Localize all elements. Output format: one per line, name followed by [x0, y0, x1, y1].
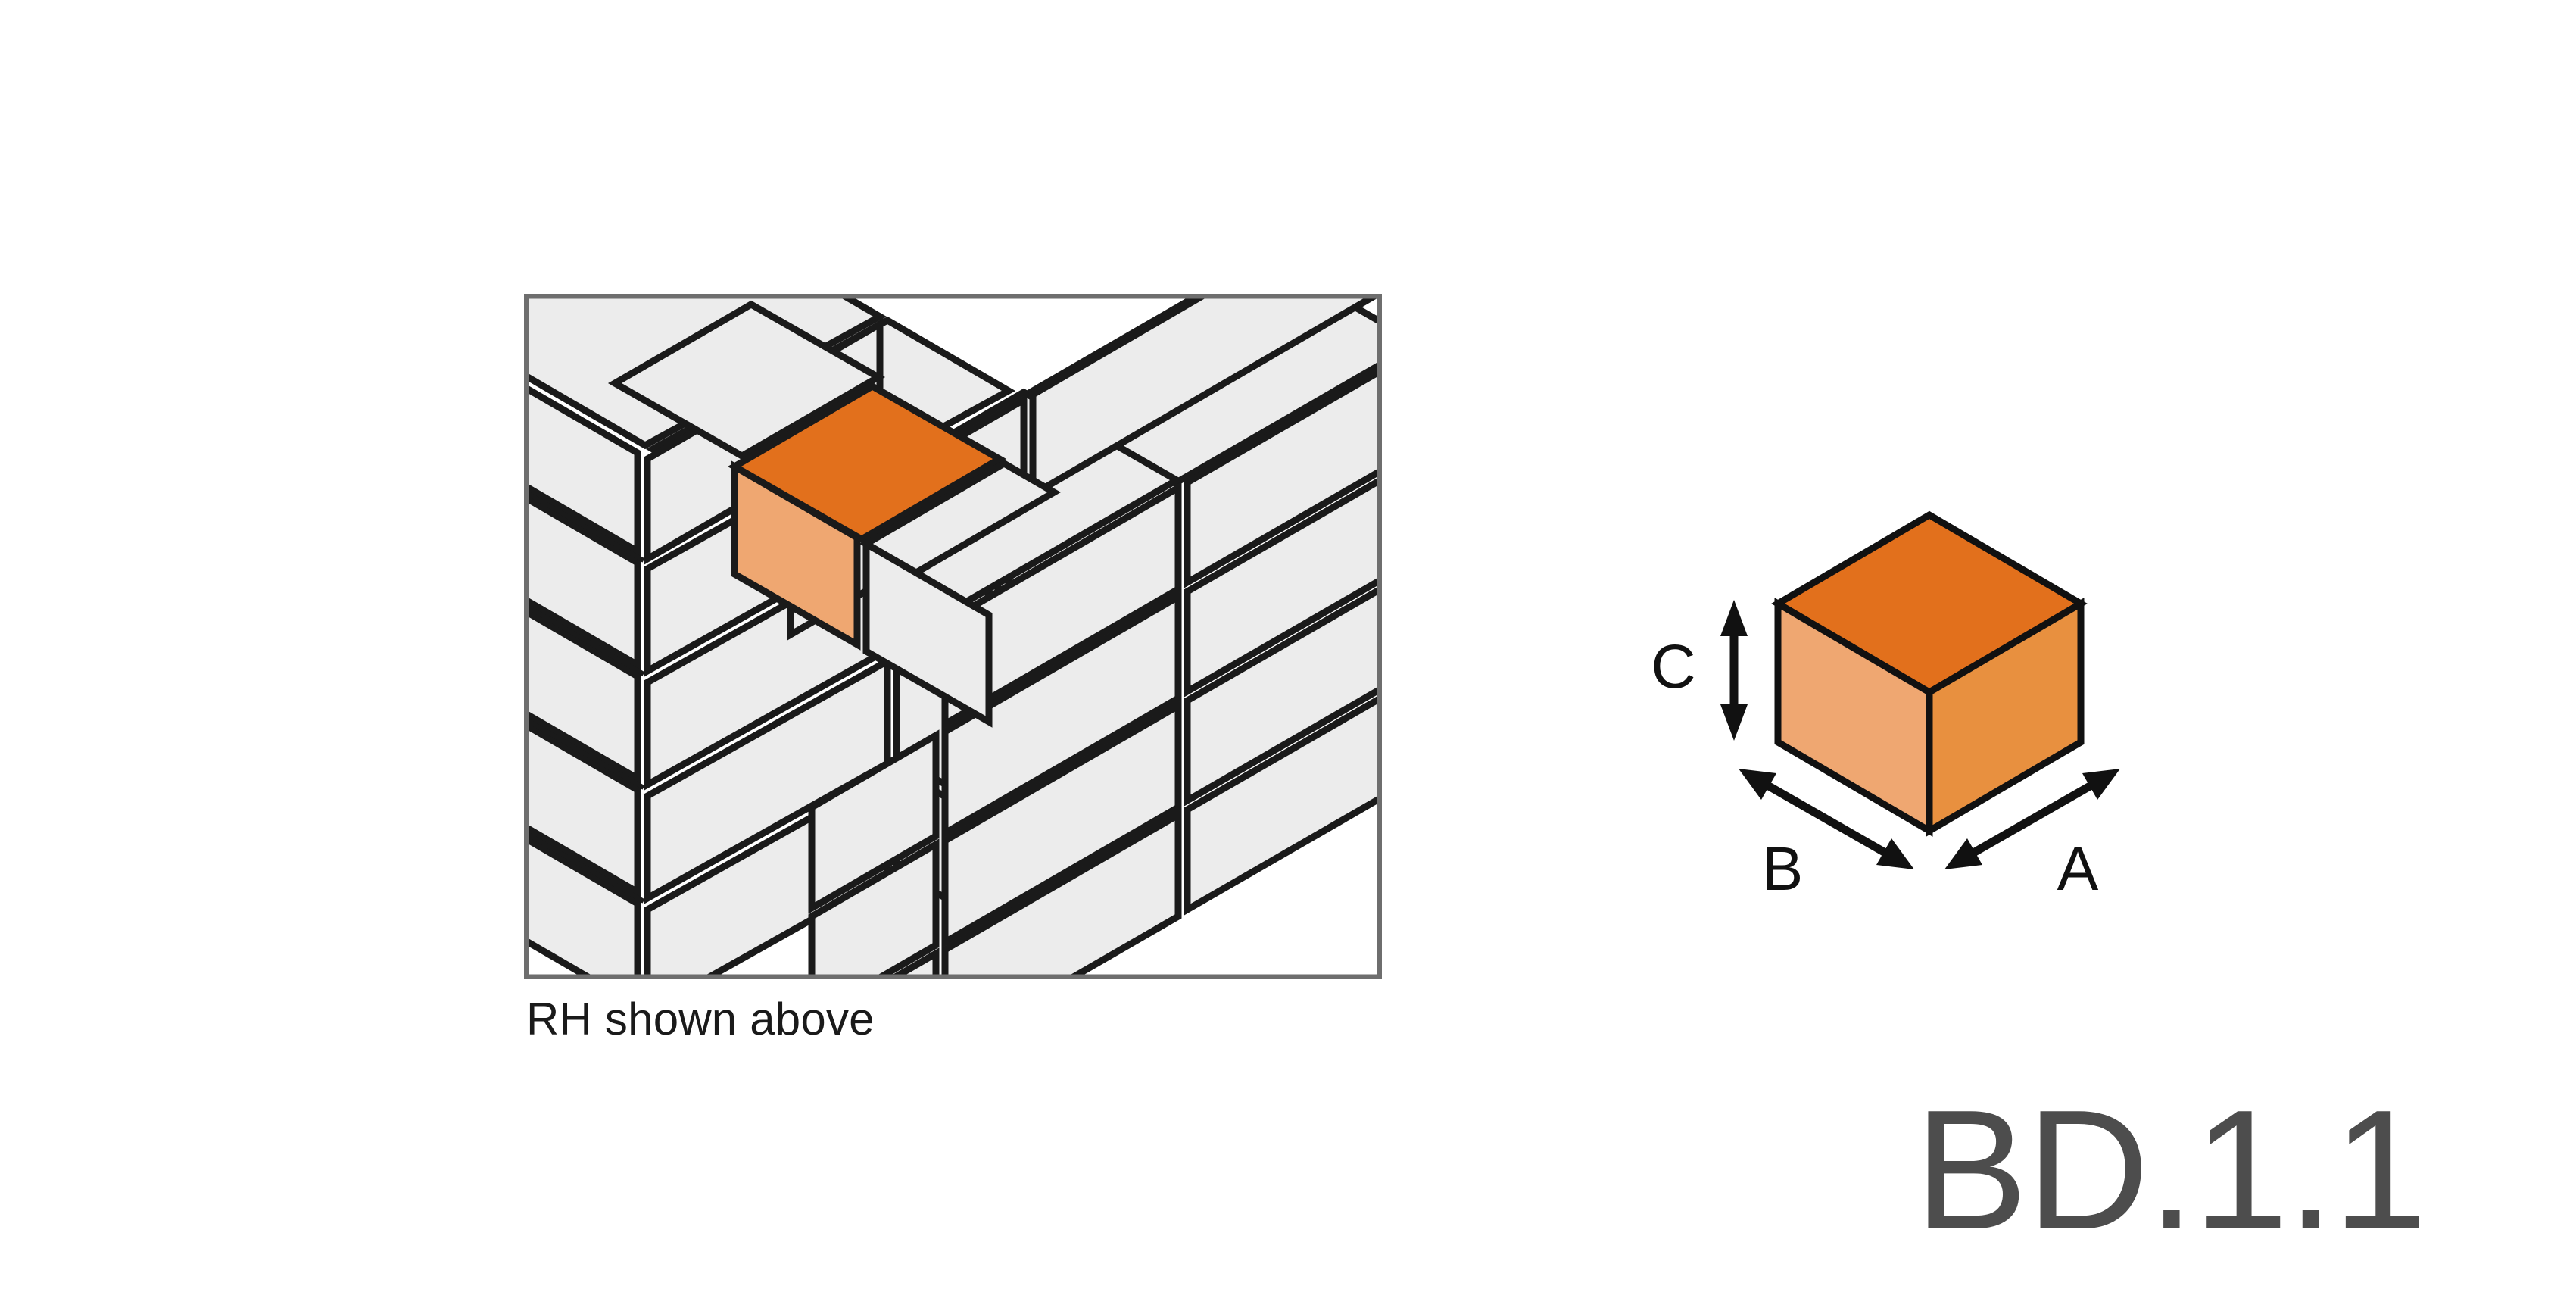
brick-top-face [859, 459, 1061, 577]
wall-detail-illustration [524, 294, 1382, 979]
brick-face [524, 606, 641, 785]
highlight-brick-top-face [727, 382, 1007, 544]
brick-face [1184, 584, 1382, 807]
brick-face [1184, 693, 1382, 916]
brick-face [524, 833, 641, 979]
brick-face [1184, 366, 1382, 588]
brick-face [941, 591, 1182, 839]
dimension-arrow-c [1720, 600, 1748, 741]
wall-figure-frame [524, 294, 1382, 979]
mortar-joint [524, 602, 645, 676]
brick-face [524, 719, 641, 898]
mortar-joint [524, 829, 645, 904]
brick-face [941, 700, 1182, 948]
brick-face [941, 809, 1182, 979]
dimension-label-b: B [1762, 835, 1804, 904]
brick-face [1184, 475, 1382, 698]
dimension-label-c: C [1651, 632, 1695, 701]
dimension-arrow-b [1739, 769, 1914, 869]
mortar-joint [524, 716, 645, 790]
brick-face [808, 838, 940, 979]
wall-detail-caption: RH shown above [526, 994, 875, 1044]
masonry-corner-geometry [524, 294, 1382, 979]
brick-face [808, 729, 940, 914]
brick-top-face [607, 300, 886, 460]
sheet-code-label: BD.1.1 [1914, 1074, 2428, 1265]
brick-face [1029, 294, 1382, 501]
brick-face [524, 382, 641, 557]
mortar-joint [524, 488, 645, 563]
dimension-arrow-a [1944, 769, 2120, 869]
wall-detail-figure [524, 294, 1382, 979]
brick-face [862, 538, 993, 728]
dimension-cube-illustration: C B A [1651, 510, 2120, 904]
mortar-joint-lines [524, 488, 645, 904]
dimension-label-a: A [2057, 835, 2099, 904]
cube-right-face [1926, 598, 2085, 837]
dimension-cube-figure: C B A [1628, 485, 2158, 916]
brick-face [524, 492, 641, 671]
